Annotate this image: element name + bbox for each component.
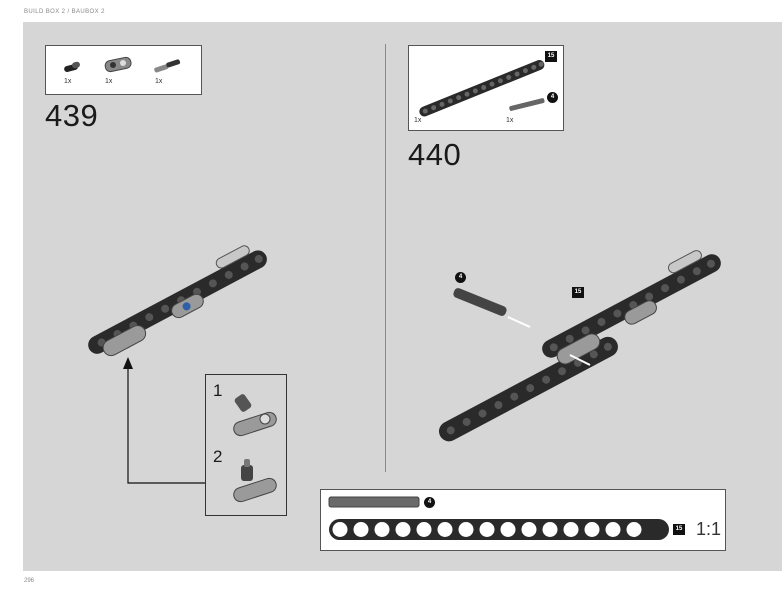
part-reference-box: 4 15 1:1 — [320, 489, 726, 551]
axle-4-part-icon — [509, 98, 545, 111]
part-qty: 1x — [414, 117, 422, 124]
step-number-439: 439 — [45, 98, 99, 133]
part-qty: 1x — [155, 78, 163, 85]
substep-2-illustration — [233, 459, 277, 503]
part-qty: 1x — [105, 78, 113, 85]
beam-length-callout: 15 — [572, 287, 584, 298]
axle-length-callout: 4 — [455, 272, 466, 283]
beam-15-reference-illustration — [329, 519, 669, 540]
substep-callout-box: 1 2 — [205, 374, 287, 516]
part-qty: 1x — [506, 117, 514, 124]
scale-label: 1:1 — [696, 519, 722, 539]
step-number-440: 440 — [408, 137, 462, 172]
beam-length-badge: 15 — [545, 51, 557, 62]
part-qty: 1x — [64, 78, 72, 85]
step-439-assembly-illustration — [88, 245, 267, 357]
beam-length-badge: 15 — [673, 524, 685, 535]
beam-15-part-icon — [419, 60, 545, 117]
callout-arrow — [123, 357, 205, 484]
axle-pin-part-icon — [154, 59, 181, 73]
axle-length-badge: 4 — [424, 497, 435, 508]
substep-1-illustration — [233, 394, 277, 437]
step-439-parts-list: 1x 1x 1x — [45, 45, 202, 95]
substep-number: 2 — [213, 447, 223, 466]
double-connector-part-icon — [104, 56, 132, 73]
pin-connector-part-icon — [64, 61, 80, 73]
step-divider — [385, 44, 386, 472]
page-number: 296 — [24, 578, 35, 584]
axle-4-reference-illustration — [328, 496, 420, 508]
step-440-parts-list: 15 4 1x 1x — [408, 45, 564, 131]
step-440-assembly-illustration — [438, 250, 721, 442]
axle-length-badge: 4 — [547, 92, 558, 103]
step-440-axle-illustration — [453, 288, 531, 328]
substep-number: 1 — [213, 381, 223, 400]
page-header: BUILD BOX 2 / BAUBOX 2 — [24, 9, 105, 15]
